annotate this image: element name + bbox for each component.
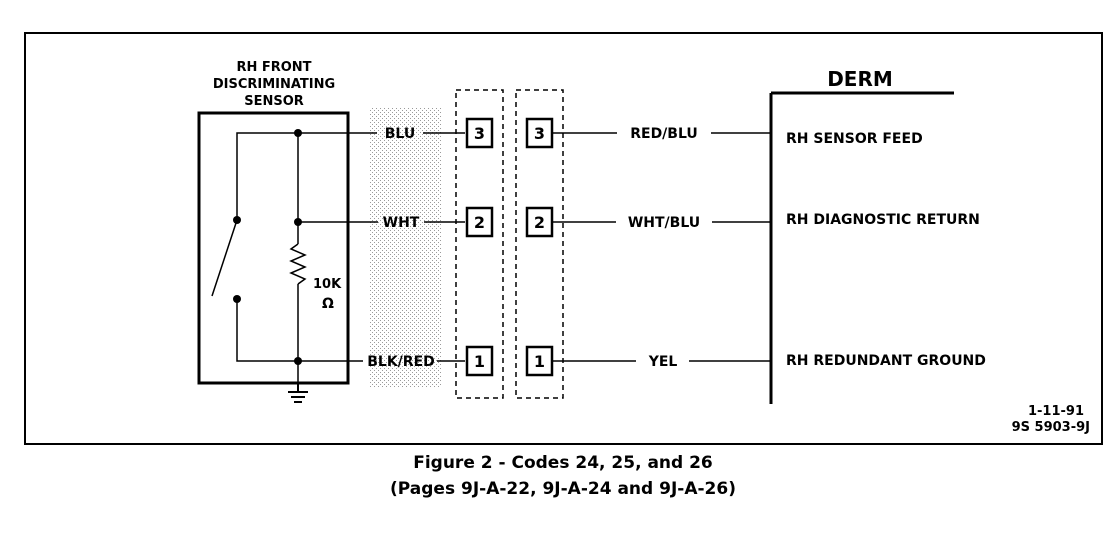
- resistor-symbol: [289, 243, 307, 285]
- sensor-title-line3: SENSOR: [244, 94, 304, 109]
- connector-a-pin-2-label: 2: [474, 213, 485, 232]
- connector-b-pin-3: [525, 117, 554, 149]
- connector-b-pin-1-label: 1: [534, 352, 545, 371]
- connector-a-pin-3-label: 3: [474, 124, 485, 143]
- switch-blade: [211, 219, 238, 297]
- connector-a-pin-3: [465, 117, 494, 149]
- wire-label-yel: YEL: [648, 354, 678, 370]
- resistor-value: 10K: [313, 277, 342, 292]
- figure-caption-line2: (Pages 9J-A-22, 9J-A-24 and 9J-A-26): [390, 479, 736, 499]
- derm-terminal-diagnostic-return: RH DIAGNOSTIC RETURN: [786, 212, 980, 228]
- derm-terminal-redundant-ground: RH REDUNDANT GROUND: [786, 353, 986, 369]
- derm-title: DERM: [827, 67, 893, 91]
- derm-terminal-sensor-feed: RH SENSOR FEED: [786, 131, 923, 147]
- wire-label-wht: WHT: [383, 215, 420, 231]
- resistor-unit: Ω: [322, 296, 334, 312]
- connector-b-pin-2-label: 2: [534, 213, 545, 232]
- wire-label-blu: BLU: [385, 126, 415, 142]
- sensor-title-line1: RH FRONT: [236, 60, 311, 75]
- connector-a-pin-2: [465, 206, 494, 238]
- connector-b-pin-2: [525, 206, 554, 238]
- switch-lower-wire: [236, 299, 298, 362]
- sensor-box: [197, 111, 350, 385]
- diagram-frame: [24, 32, 1103, 445]
- drawing-number: 9S 5903-9J: [1012, 420, 1090, 435]
- sensor-title-line2: DISCRIMINATING: [213, 77, 335, 92]
- connector-a: [455, 89, 504, 399]
- wire-label-blkred: BLK/RED: [367, 354, 435, 370]
- ground-icon: [288, 383, 308, 403]
- connector-a-pin-1-label: 1: [474, 352, 485, 371]
- connector-b-pin-3-label: 3: [534, 124, 545, 143]
- connector-a-pin-1: [465, 345, 494, 377]
- drawing-date: 1-11-91: [1028, 404, 1084, 419]
- wire-label-redblu: RED/BLU: [630, 126, 698, 142]
- harness-shading: [369, 108, 441, 388]
- figure-caption-line1: Figure 2 - Codes 24, 25, and 26: [413, 453, 713, 473]
- connector-b: [515, 89, 564, 399]
- wire-label-whtblu: WHT/BLU: [628, 215, 700, 231]
- switch-upper-wire: [236, 132, 298, 220]
